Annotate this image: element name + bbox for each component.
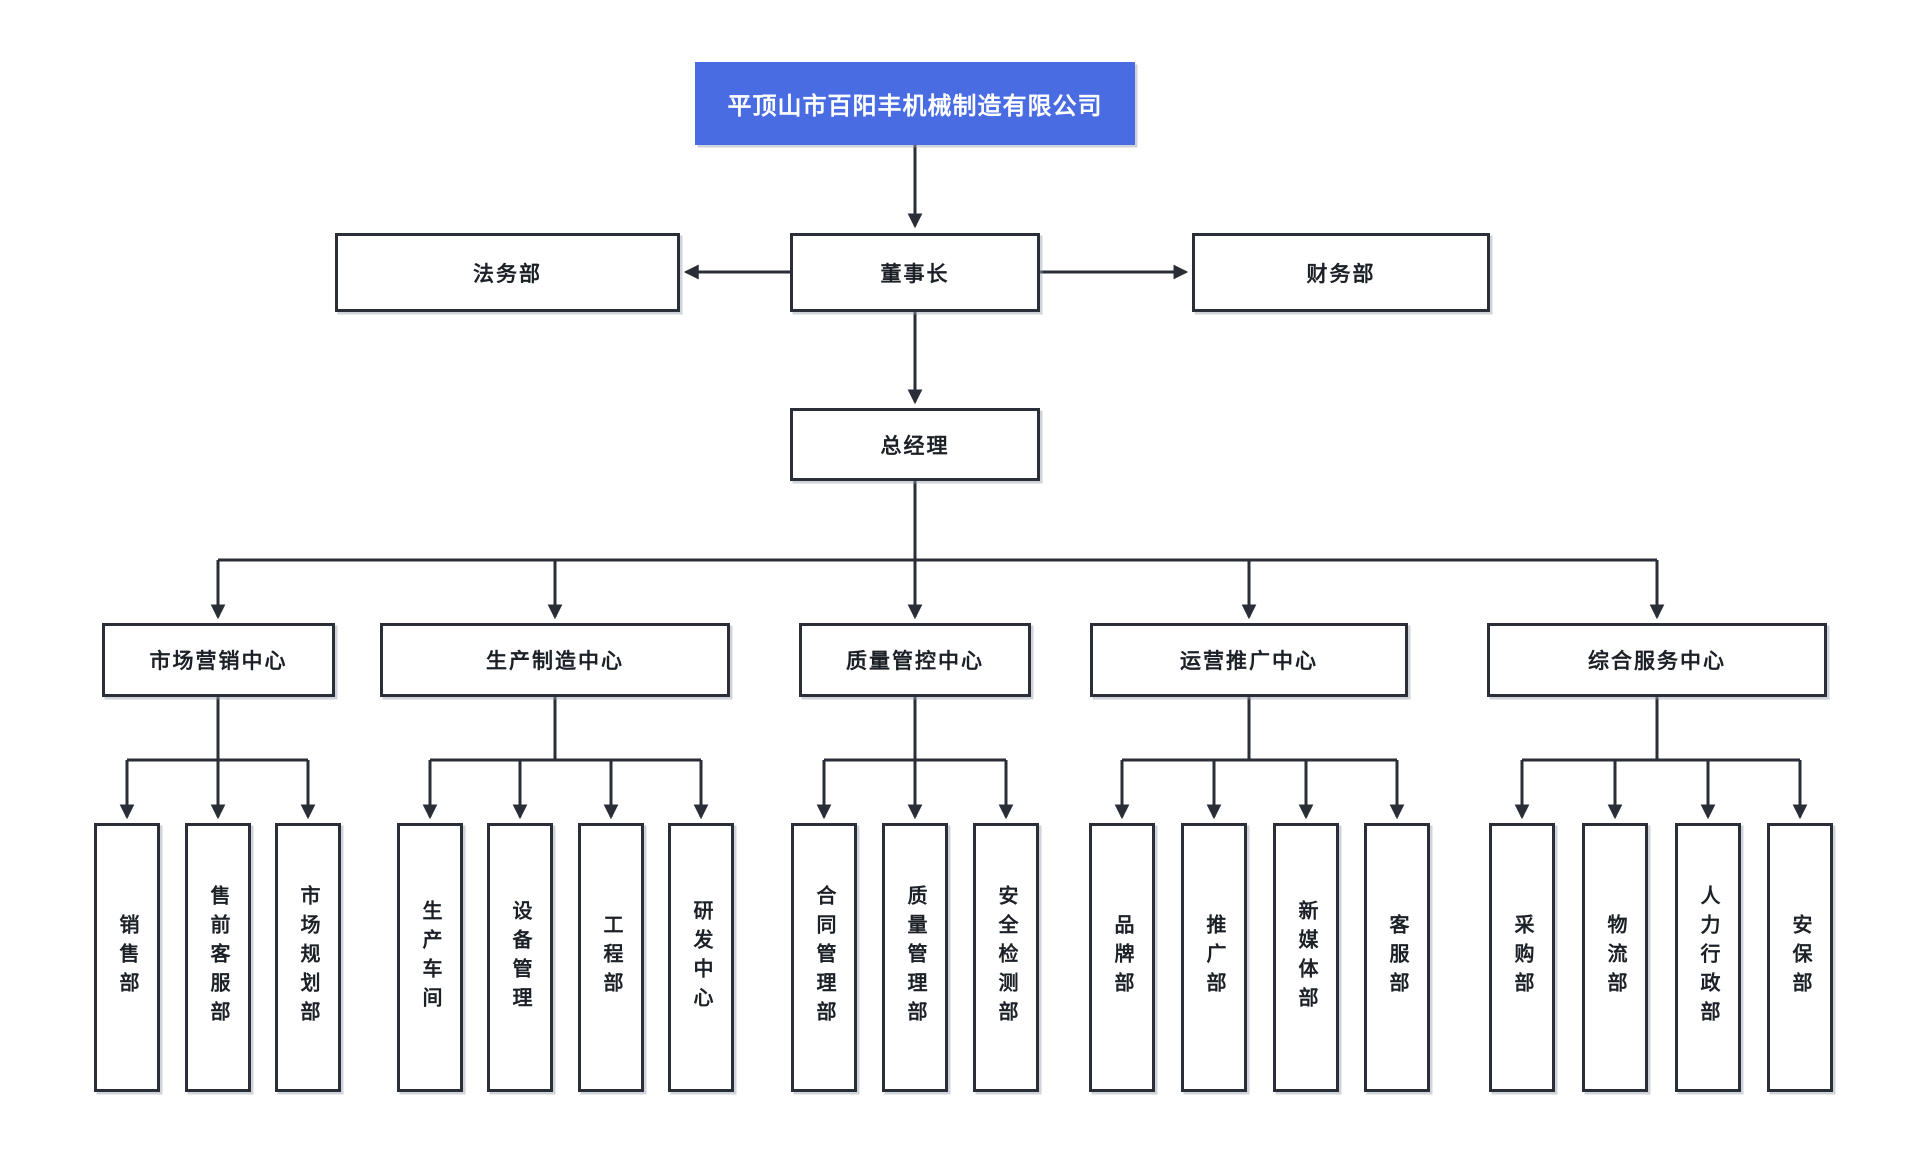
node-quality-center: 质量管控中心 — [799, 623, 1031, 697]
node-market-planning-dept: 市场规划部 — [275, 823, 341, 1092]
node-hr-admin-dept: 人力行政部 — [1675, 823, 1741, 1092]
node-chairman: 董事长 — [790, 233, 1040, 312]
node-equipment-management: 设备管理 — [487, 823, 553, 1092]
node-quality-management-dept: 质量管理部 — [882, 823, 948, 1092]
node-safety-inspection-dept: 安全检测部 — [973, 823, 1039, 1092]
node-production-center: 生产制造中心 — [380, 623, 730, 697]
node-services-center: 综合服务中心 — [1487, 623, 1827, 697]
node-company-root: 平顶山市百阳丰机械制造有限公司 — [695, 62, 1135, 145]
node-finance-dept: 财务部 — [1192, 233, 1490, 312]
node-promotion-dept: 推广部 — [1181, 823, 1247, 1092]
node-marketing-center: 市场营销中心 — [102, 623, 335, 697]
connector-trunk-and-buses — [127, 481, 1800, 762]
node-security-dept: 安保部 — [1767, 823, 1833, 1092]
node-customer-service-dept: 客服部 — [1364, 823, 1430, 1092]
node-rd-center: 研发中心 — [668, 823, 734, 1092]
node-general-manager: 总经理 — [790, 408, 1040, 481]
node-sales-dept: 销售部 — [94, 823, 160, 1092]
node-procurement-dept: 采购部 — [1489, 823, 1555, 1092]
node-presales-service-dept: 售前客服部 — [185, 823, 251, 1092]
node-engineering-dept: 工程部 — [578, 823, 644, 1092]
node-contract-management-dept: 合同管理部 — [791, 823, 857, 1092]
node-logistics-dept: 物流部 — [1582, 823, 1648, 1092]
node-legal-dept: 法务部 — [335, 233, 680, 312]
node-new-media-dept: 新媒体部 — [1273, 823, 1339, 1092]
node-production-workshop: 生产车间 — [397, 823, 463, 1092]
node-operations-center: 运营推广中心 — [1090, 623, 1408, 697]
node-brand-dept: 品牌部 — [1089, 823, 1155, 1092]
